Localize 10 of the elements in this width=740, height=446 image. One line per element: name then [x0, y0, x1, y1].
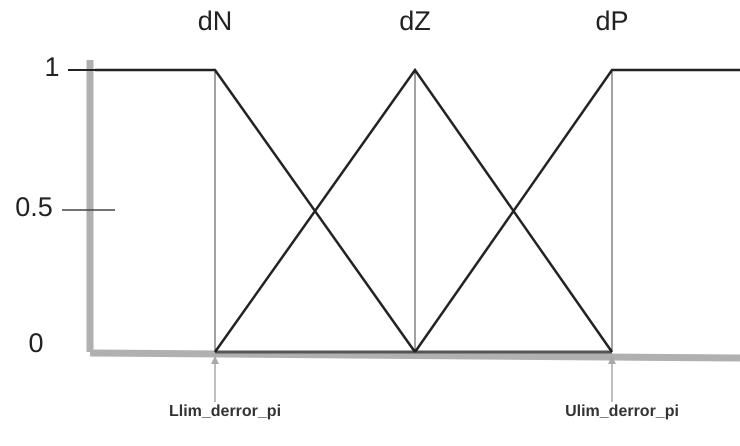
- axis-label: dZ: [398, 8, 432, 35]
- leader-arrow: [211, 356, 219, 402]
- axis-label: 0: [27, 330, 45, 357]
- limit-label: Ulim_derror_pi: [532, 404, 712, 420]
- limit-label: Llim_derror_pi: [135, 404, 315, 420]
- axis-label: dP: [594, 8, 630, 35]
- axis-label: 1: [43, 54, 61, 81]
- axis-label: dN: [196, 8, 234, 35]
- axis-label: 0.5: [14, 194, 54, 221]
- leader-arrow: [608, 356, 616, 402]
